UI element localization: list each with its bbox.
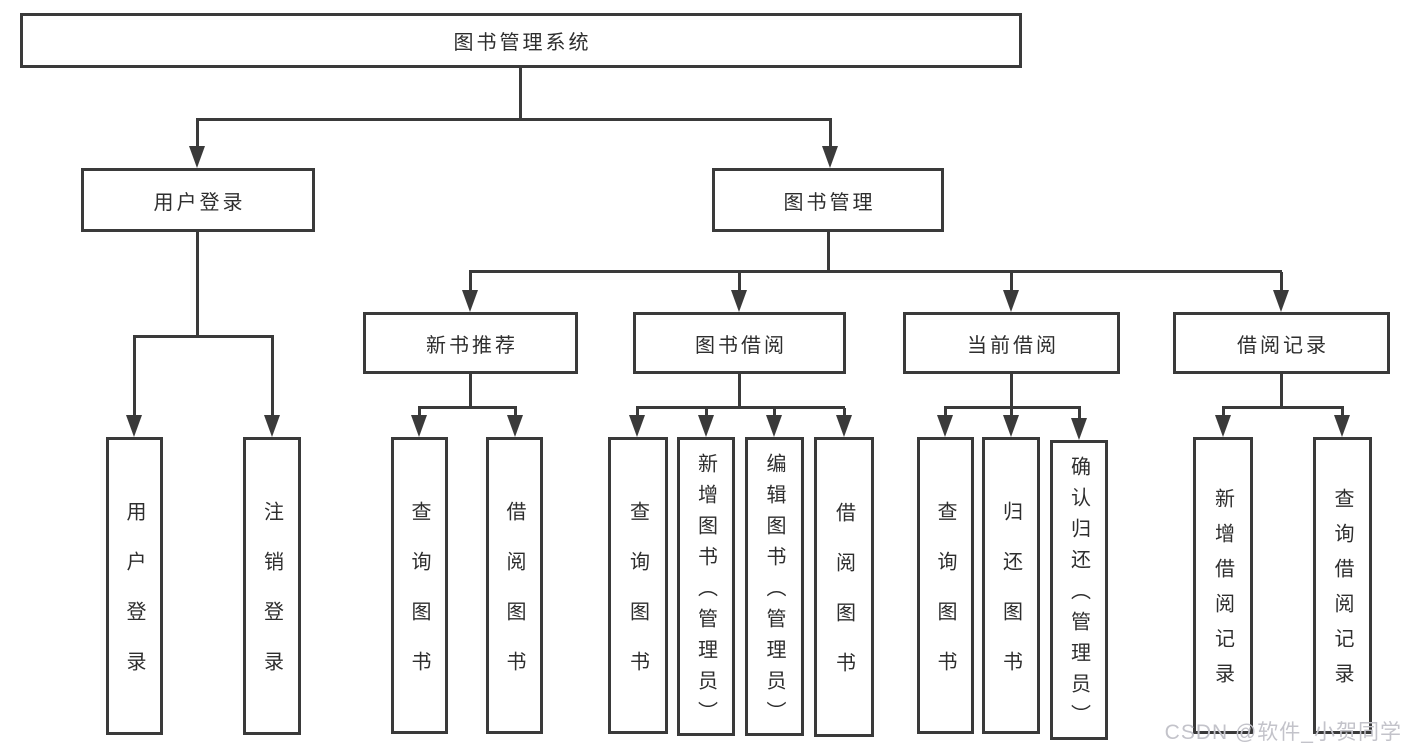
connector-line bbox=[738, 272, 741, 292]
connector-line bbox=[705, 408, 708, 418]
arrowhead-down-icon bbox=[698, 415, 714, 437]
arrowhead-down-icon bbox=[836, 415, 852, 437]
connector-line bbox=[773, 408, 776, 418]
connector-line bbox=[196, 118, 199, 148]
node-br-add-record: 新增借阅记录 bbox=[1193, 437, 1253, 734]
node-label-book-mgmt: 图书管理 bbox=[783, 191, 876, 214]
node-bb-edit-book-admin: 编辑图书（管理员） bbox=[745, 437, 804, 736]
node-cb-query-book: 查询图书 bbox=[917, 437, 974, 734]
node-label-ul-logout-login: 注销登录 bbox=[260, 501, 283, 701]
node-new-book-rec: 新书推荐 bbox=[363, 312, 578, 374]
node-label-new-book-rec: 新书推荐 bbox=[426, 334, 518, 357]
node-label-cb-return-book: 归还图书 bbox=[999, 500, 1022, 701]
node-label-root: 图书管理系统 bbox=[453, 32, 592, 54]
node-ul-logout-login: 注销登录 bbox=[243, 437, 301, 735]
arrowhead-down-icon bbox=[1215, 415, 1231, 437]
arrowhead-down-icon bbox=[1003, 415, 1019, 437]
connector-line bbox=[827, 232, 830, 272]
node-cb-confirm-return-admin: 确认归还（管理员） bbox=[1050, 440, 1108, 740]
connector-line bbox=[738, 374, 741, 408]
connector-line bbox=[1341, 408, 1344, 418]
node-label-bb-query-book: 查询图书 bbox=[626, 500, 649, 701]
arrowhead-down-icon bbox=[822, 146, 838, 168]
connector-line bbox=[1010, 408, 1013, 418]
connector-line bbox=[196, 118, 831, 121]
node-book-mgmt: 图书管理 bbox=[712, 168, 944, 232]
node-label-borrow-records: 借阅记录 bbox=[1237, 334, 1329, 357]
connector-line bbox=[519, 66, 522, 120]
node-label-bb-add-book-admin: 新增图书（管理员） bbox=[694, 452, 717, 732]
node-label-ul-user-login: 用户登录 bbox=[123, 501, 145, 701]
node-label-cb-confirm-return-admin: 确认归还（管理员） bbox=[1067, 456, 1090, 735]
arrowhead-down-icon bbox=[411, 415, 427, 437]
connector-line bbox=[1222, 408, 1225, 418]
node-bb-add-book-admin: 新增图书（管理员） bbox=[677, 437, 735, 736]
node-label-current-borrow: 当前借阅 bbox=[967, 334, 1059, 357]
node-bb-query-book: 查询图书 bbox=[608, 437, 668, 734]
node-root: 图书管理系统 bbox=[20, 13, 1022, 68]
node-label-book-borrow: 图书借阅 bbox=[695, 334, 787, 357]
connector-line bbox=[133, 335, 274, 338]
node-label-cb-query-book: 查询图书 bbox=[934, 500, 956, 701]
arrowhead-down-icon bbox=[629, 415, 645, 437]
connector-line bbox=[271, 337, 274, 417]
node-current-borrow: 当前借阅 bbox=[903, 312, 1120, 374]
arrowhead-down-icon bbox=[766, 415, 782, 437]
node-label-br-query-record: 查询借阅记录 bbox=[1331, 488, 1353, 698]
arrowhead-down-icon bbox=[937, 415, 953, 437]
node-ul-user-login: 用户登录 bbox=[106, 437, 163, 735]
connector-line bbox=[843, 408, 846, 418]
node-label-nbr-query-book: 查询图书 bbox=[408, 500, 430, 701]
connector-line bbox=[1010, 374, 1013, 408]
connector-line bbox=[636, 406, 845, 409]
node-cb-return-book: 归还图书 bbox=[982, 437, 1040, 734]
node-user-login: 用户登录 bbox=[81, 168, 315, 232]
arrowhead-down-icon bbox=[1071, 418, 1087, 440]
csdn-watermark: CSDN @软件_小贺同学 bbox=[1164, 721, 1402, 744]
connector-line bbox=[829, 118, 832, 148]
arrowhead-down-icon bbox=[462, 290, 478, 312]
arrowhead-down-icon bbox=[1334, 415, 1350, 437]
node-label-user-login: 用户登录 bbox=[153, 191, 246, 214]
node-label-bb-borrow-book: 借阅图书 bbox=[832, 502, 855, 702]
connector-line bbox=[1010, 272, 1013, 292]
arrowhead-down-icon bbox=[731, 290, 747, 312]
arrowhead-down-icon bbox=[1273, 290, 1289, 312]
node-label-nbr-borrow-book: 借阅图书 bbox=[503, 500, 525, 701]
connector-line bbox=[133, 337, 136, 417]
node-bb-borrow-book: 借阅图书 bbox=[814, 437, 874, 737]
node-book-borrow: 图书借阅 bbox=[633, 312, 846, 374]
node-borrow-records: 借阅记录 bbox=[1173, 312, 1390, 374]
connector-line bbox=[196, 232, 199, 337]
arrowhead-down-icon bbox=[507, 415, 523, 437]
arrowhead-down-icon bbox=[189, 146, 205, 168]
connector-line bbox=[514, 408, 517, 418]
connector-line bbox=[418, 406, 517, 409]
node-nbr-query-book: 查询图书 bbox=[391, 437, 448, 734]
node-nbr-borrow-book: 借阅图书 bbox=[486, 437, 543, 734]
connector-line bbox=[1078, 408, 1081, 421]
connector-line bbox=[1280, 272, 1283, 292]
connector-line bbox=[469, 374, 472, 408]
connector-line bbox=[1280, 374, 1283, 408]
connector-line bbox=[944, 406, 1081, 409]
node-label-bb-edit-book-admin: 编辑图书（管理员） bbox=[763, 452, 785, 732]
node-label-br-add-record: 新增借阅记录 bbox=[1211, 488, 1234, 698]
connector-line bbox=[418, 408, 421, 418]
connector-line bbox=[469, 270, 1282, 273]
arrowhead-down-icon bbox=[1003, 290, 1019, 312]
node-br-query-record: 查询借阅记录 bbox=[1313, 437, 1372, 734]
connector-line bbox=[469, 272, 472, 292]
connector-line bbox=[1222, 406, 1344, 409]
arrowhead-down-icon bbox=[126, 415, 142, 437]
connector-line bbox=[944, 408, 947, 418]
connector-line bbox=[636, 408, 639, 418]
arrowhead-down-icon bbox=[264, 415, 280, 437]
